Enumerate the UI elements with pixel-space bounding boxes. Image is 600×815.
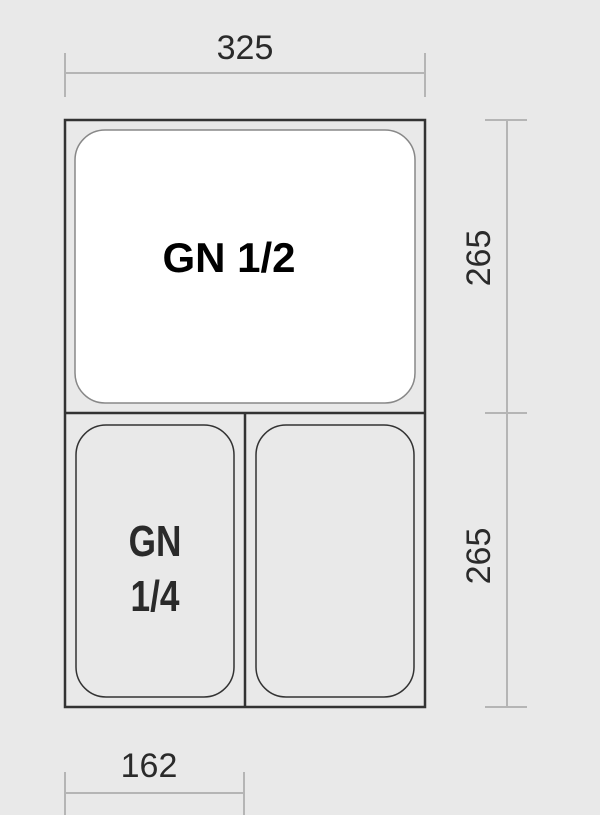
gn-quarter-label-line2: 1/4 — [131, 572, 180, 621]
gn-half-pan — [74, 129, 416, 404]
quarter-width-label: 162 — [121, 747, 178, 785]
width-dimension — [64, 53, 426, 97]
gn-quarter-pan-right — [255, 424, 415, 698]
quarter-width-dimension — [64, 772, 245, 815]
height-dimension — [485, 119, 527, 708]
lower-height-label: 265 — [460, 528, 498, 585]
frame — [63, 118, 427, 709]
width-dimension-label: 325 — [217, 29, 274, 67]
gn-half-label: GN 1/2 — [162, 234, 295, 281]
gn-quarter-label-line1: GN — [129, 517, 182, 566]
upper-height-label: 265 — [460, 230, 498, 287]
gn-quarter-pan-left — [75, 424, 235, 698]
